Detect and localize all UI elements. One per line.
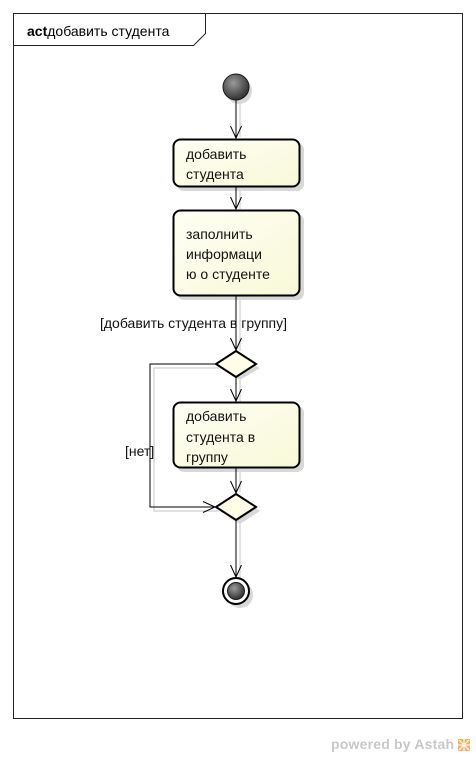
frame-header-tab [13,13,206,46]
guard-no: [нет] [125,443,154,459]
initial-node [222,73,250,101]
frame-title: добавить студента [47,23,169,39]
arrow-head [230,125,242,140]
action-add-student-label: добавить студента [186,146,250,182]
action-add-student-to-group [172,401,301,469]
action-add-student-to-group-label: добавить студента в группу [186,408,259,465]
diagram-frame [13,13,463,719]
frame-keyword: act [27,23,48,39]
arrow-head [230,388,242,403]
action-add-student [172,138,301,188]
guard-add-to-group: [добавить студента в группу] [100,315,287,331]
arrow-head [230,337,242,352]
watermark: powered by Astah [331,736,455,752]
flow-decision-no-to-merge [149,363,216,508]
arrow-head [230,564,242,579]
action-fill-student-info-label: заполнить информаци ю о студенте [186,226,270,282]
arrow-head [230,480,242,495]
astah-logo-icon [458,739,470,751]
control-flows [149,100,242,579]
action-fill-student-info [172,209,301,297]
arrow-head [230,196,242,211]
arrow-head [202,501,217,513]
frame-header: actдобавить студента [27,23,170,39]
final-node-inner [227,582,245,600]
